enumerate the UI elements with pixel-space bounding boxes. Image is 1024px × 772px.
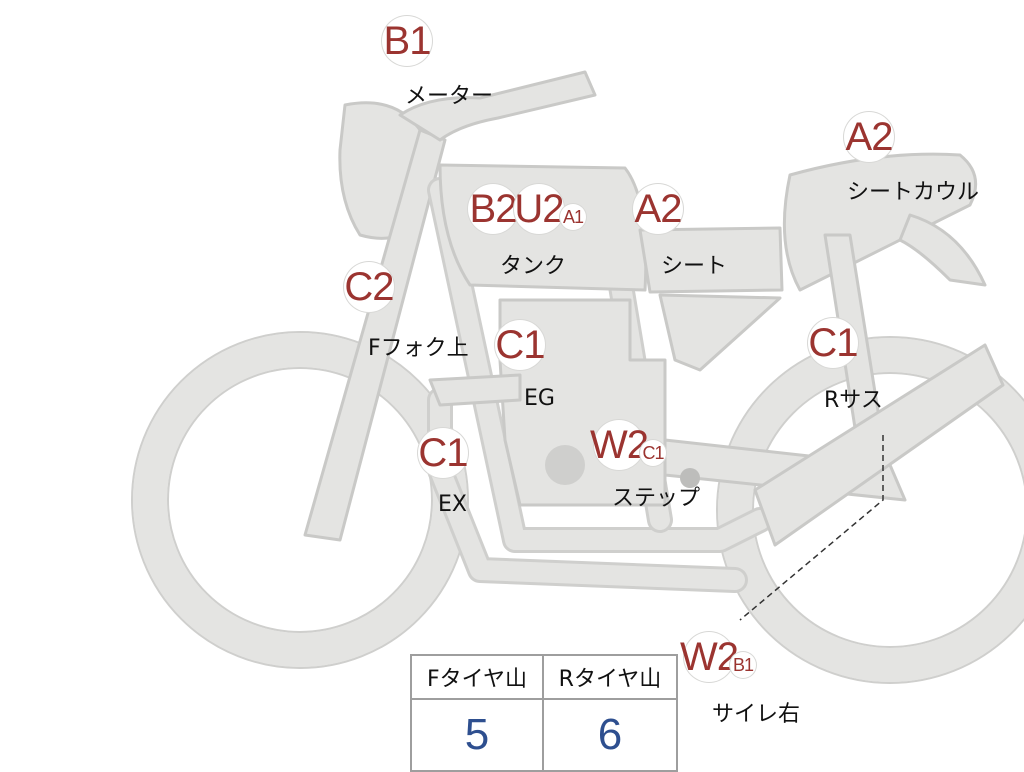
tank-label: タンク xyxy=(500,254,567,279)
seat xyxy=(638,226,784,294)
seat-label: シート xyxy=(661,254,728,279)
footstep xyxy=(680,468,700,488)
grade-badge: B2 xyxy=(468,184,518,234)
rear-suspension-label: Rサス xyxy=(824,388,883,413)
muffler-label: サイレ右 xyxy=(712,702,801,727)
grade-badge: C1 xyxy=(808,318,859,368)
front-fork-label: Fフォク上 xyxy=(368,336,469,361)
step-grades: W2 C1 xyxy=(590,420,666,470)
rear-tire-value: 6 xyxy=(597,710,623,759)
step-label: ステップ xyxy=(612,486,701,511)
tail-light xyxy=(898,213,987,287)
engine-cover xyxy=(545,445,585,485)
grade-badge: A2 xyxy=(844,112,894,162)
seat-grade: A2 xyxy=(633,184,683,234)
front-fork-grade: C2 xyxy=(344,262,395,312)
exhaust-label: EX xyxy=(438,492,467,517)
tire-tread-table: Fタイヤ山 Rタイヤ山 5 6 xyxy=(410,654,678,772)
engine-grade: C1 xyxy=(495,320,546,370)
seat-cowl-label: シートカウル xyxy=(847,180,980,205)
front-tire-header: Fタイヤ山 xyxy=(412,656,544,700)
engine-label: EG xyxy=(524,386,555,411)
front-tire-value: 5 xyxy=(412,700,544,770)
rear-tire-header: Rタイヤ山 xyxy=(544,656,676,700)
grade-badge: C1 xyxy=(640,440,666,466)
meter-grade: B1 xyxy=(382,16,432,66)
leader-line xyxy=(739,435,884,621)
muffler-grades: W2 B1 xyxy=(680,632,756,682)
grade-badge: U2 xyxy=(514,184,565,234)
side-cover xyxy=(658,293,782,372)
handlebar xyxy=(398,70,597,142)
grade-badge: B1 xyxy=(730,652,756,678)
grade-badge: W2 xyxy=(680,632,739,682)
front-wheel xyxy=(131,331,469,669)
grade-badge: C2 xyxy=(344,262,395,312)
exhaust-grade: C1 xyxy=(418,428,469,478)
seat-cowl-grade: A2 xyxy=(844,112,894,162)
grade-badge: C1 xyxy=(418,428,469,478)
grade-badge: A2 xyxy=(633,184,683,234)
tank-grades: B2 U2 A1 xyxy=(468,184,586,234)
rear-suspension-grade: C1 xyxy=(808,318,859,368)
grade-badge: A1 xyxy=(560,204,586,230)
grade-badge: B1 xyxy=(382,16,432,66)
meter-label: メーター xyxy=(405,84,494,109)
grade-badge: C1 xyxy=(495,320,546,370)
muffler xyxy=(753,343,1005,547)
grade-badge: W2 xyxy=(590,420,649,470)
